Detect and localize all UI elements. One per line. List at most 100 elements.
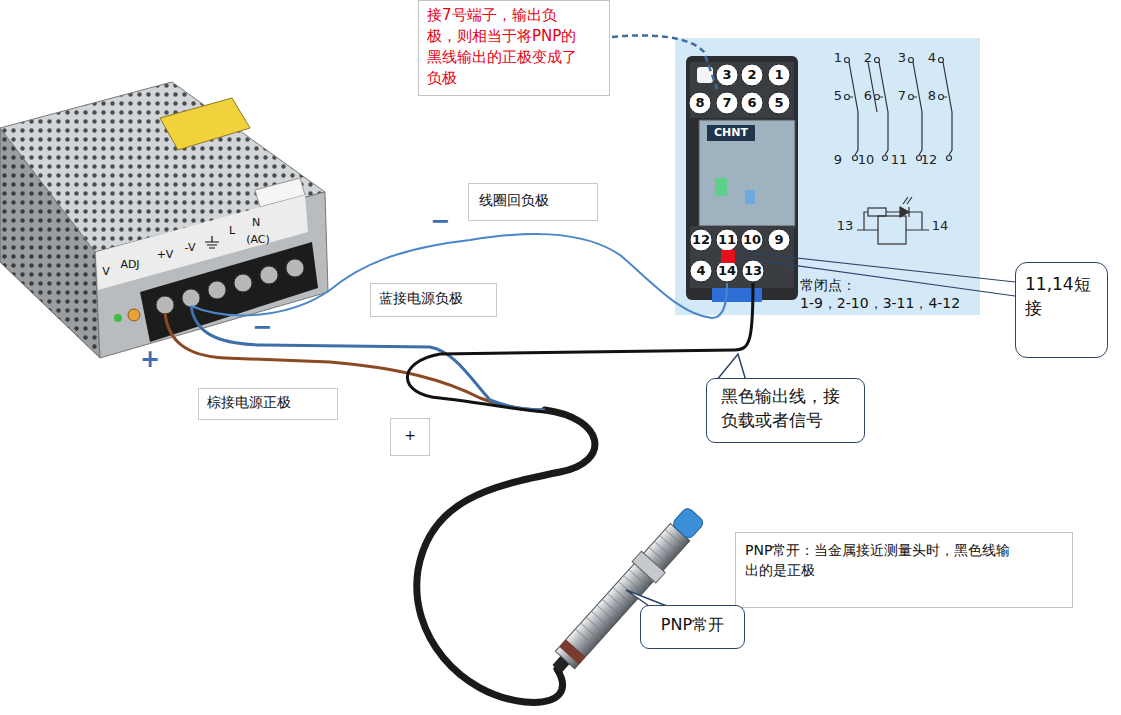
terminal — [741, 92, 763, 114]
relay-clip — [712, 288, 762, 302]
terminal-number: 8 — [695, 96, 704, 111]
terminal-marking: -V — [185, 242, 196, 255]
coil-lead — [857, 229, 929, 230]
relay-terminal-block — [690, 226, 794, 288]
psu-front — [95, 192, 328, 358]
screw — [260, 266, 278, 284]
contact-point — [875, 58, 880, 63]
leader-line — [612, 35, 717, 89]
pin-number: 7 — [898, 89, 906, 104]
contact-point — [845, 58, 850, 63]
contact-point — [875, 95, 880, 100]
sensor-cap — [671, 506, 705, 540]
node-text: 线圈回负极 — [479, 191, 549, 211]
pin-number: 8 — [928, 89, 936, 104]
coil-return-wire — [191, 234, 727, 318]
node-text: PNP常开：当金属接近测量头时，黑色线输出的是正极 — [745, 541, 1015, 580]
sensor-ring — [559, 639, 585, 664]
terminal — [716, 229, 738, 251]
terminal — [716, 64, 738, 86]
node-text: 棕接电源正极 — [207, 393, 291, 413]
contact-note: 1-9，2-10，3-11，4-12 — [800, 295, 960, 311]
sensor-nut — [632, 551, 665, 583]
resistor-symbol — [868, 208, 886, 216]
node-text: 蓝接电源负极 — [379, 289, 463, 309]
polarity-sign: + — [140, 346, 160, 374]
terminal-number: 10 — [743, 233, 761, 248]
brand-plate — [707, 125, 755, 141]
label-box: 蓝接电源负极 — [370, 283, 497, 317]
contact-point — [883, 156, 888, 161]
node-text: 接7号端子，输出负极，则相当于将PNP的黑线输出的正极变成了负极 — [427, 5, 581, 89]
terminal-number: 13 — [744, 264, 762, 279]
contact-point — [947, 156, 952, 161]
pin-number: 14 — [932, 219, 949, 234]
contact-point — [845, 95, 850, 100]
note-box: PNP常开：当金属接近测量头时，黑色线输出的是正极 — [735, 532, 1073, 608]
brand-name: CHNT — [714, 127, 748, 140]
pin-number: 10 — [858, 153, 875, 168]
node-text: 11,14短接 — [1025, 273, 1095, 321]
contact-point — [939, 58, 944, 63]
leader-line — [742, 252, 1015, 296]
contact-point — [939, 95, 944, 100]
terminal-marking: V — [102, 266, 110, 279]
relay-button — [745, 190, 755, 204]
power-led — [114, 314, 122, 322]
callout-tail — [716, 354, 746, 381]
contact-point — [853, 156, 858, 161]
ground-symbol — [205, 236, 219, 248]
pin-number: 13 — [837, 219, 854, 234]
screw — [182, 289, 200, 307]
screw — [234, 274, 252, 292]
terminal-number: 14 — [718, 264, 736, 279]
terminal — [689, 92, 711, 114]
terminal-marking: ADJ — [120, 259, 139, 272]
terminal-number: 11 — [718, 233, 736, 248]
callout-bubble: 黑色输出线，接负载或者信号 — [706, 378, 865, 443]
terminal-number: 7 — [722, 96, 731, 111]
terminal-number: 6 — [747, 96, 756, 111]
pin-number: 4 — [928, 51, 936, 66]
terminal-number: 3 — [722, 68, 731, 83]
adjust-pot — [128, 309, 140, 321]
node-text: 黑色输出线，接负载或者信号 — [721, 385, 846, 433]
node-text: + — [404, 426, 416, 446]
terminal-number: 12 — [692, 233, 710, 248]
pin-number: 3 — [898, 51, 906, 66]
terminal-number: 5 — [774, 96, 783, 111]
terminal — [768, 92, 790, 114]
terminal-marking: (AC) — [246, 234, 270, 247]
led-symbol — [900, 207, 909, 217]
terminal-marking: +V — [157, 249, 174, 262]
note-box: 接7号端子，输出负极，则相当于将PNP的黑线输出的正极变成了负极 — [418, 0, 610, 96]
terminal — [768, 64, 790, 86]
pin-number: 12 — [921, 153, 938, 168]
callout-bubble: PNP常开 — [640, 605, 745, 649]
label-box: 线圈回负极 — [468, 183, 598, 221]
relay-indicator — [715, 178, 727, 196]
screw — [208, 281, 226, 299]
contact-point — [909, 58, 914, 63]
pin-number: 1 — [834, 51, 842, 66]
light-rays — [903, 197, 912, 204]
terminal — [716, 92, 738, 114]
terminal — [716, 260, 738, 282]
terminal — [741, 229, 763, 251]
terminal — [690, 260, 712, 282]
screw — [156, 296, 174, 314]
terminal-marking: L — [229, 225, 235, 238]
short-link-marker — [721, 250, 735, 263]
pin-number: 9 — [834, 153, 842, 168]
psu-sticker — [160, 98, 250, 150]
relay-body — [699, 120, 795, 226]
polarity-sign: − — [252, 314, 272, 342]
terminal — [742, 260, 764, 282]
contact-blade — [849, 62, 952, 155]
pnp-sensor — [545, 504, 708, 680]
coil-symbol — [878, 216, 906, 244]
polarity-sign: − — [430, 208, 450, 236]
pin-number: 6 — [864, 89, 872, 104]
node-text: PNP常开 — [661, 614, 724, 636]
